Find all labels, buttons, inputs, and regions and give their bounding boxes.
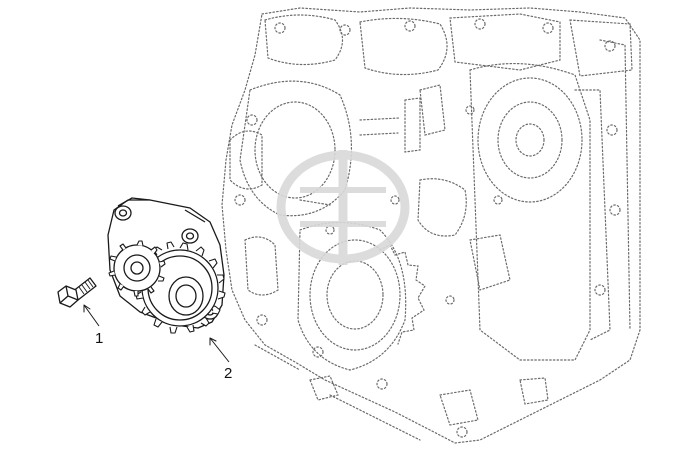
engine-block bbox=[221, 7, 641, 444]
oil-pump-with-gear bbox=[107, 197, 226, 334]
arrowhead-2 bbox=[209, 337, 217, 346]
leader-line-2 bbox=[209, 337, 230, 363]
pump-gear-small bbox=[108, 240, 166, 297]
arrowhead-1 bbox=[83, 304, 91, 313]
pump-gear-large bbox=[135, 241, 226, 334]
callout-label-2: 2 bbox=[224, 365, 233, 382]
callout-label-1: 1 bbox=[95, 330, 104, 347]
bolt bbox=[57, 277, 97, 308]
watermark-logo bbox=[276, 150, 410, 265]
leader-line-1 bbox=[83, 304, 100, 327]
leader-lines bbox=[83, 304, 230, 363]
